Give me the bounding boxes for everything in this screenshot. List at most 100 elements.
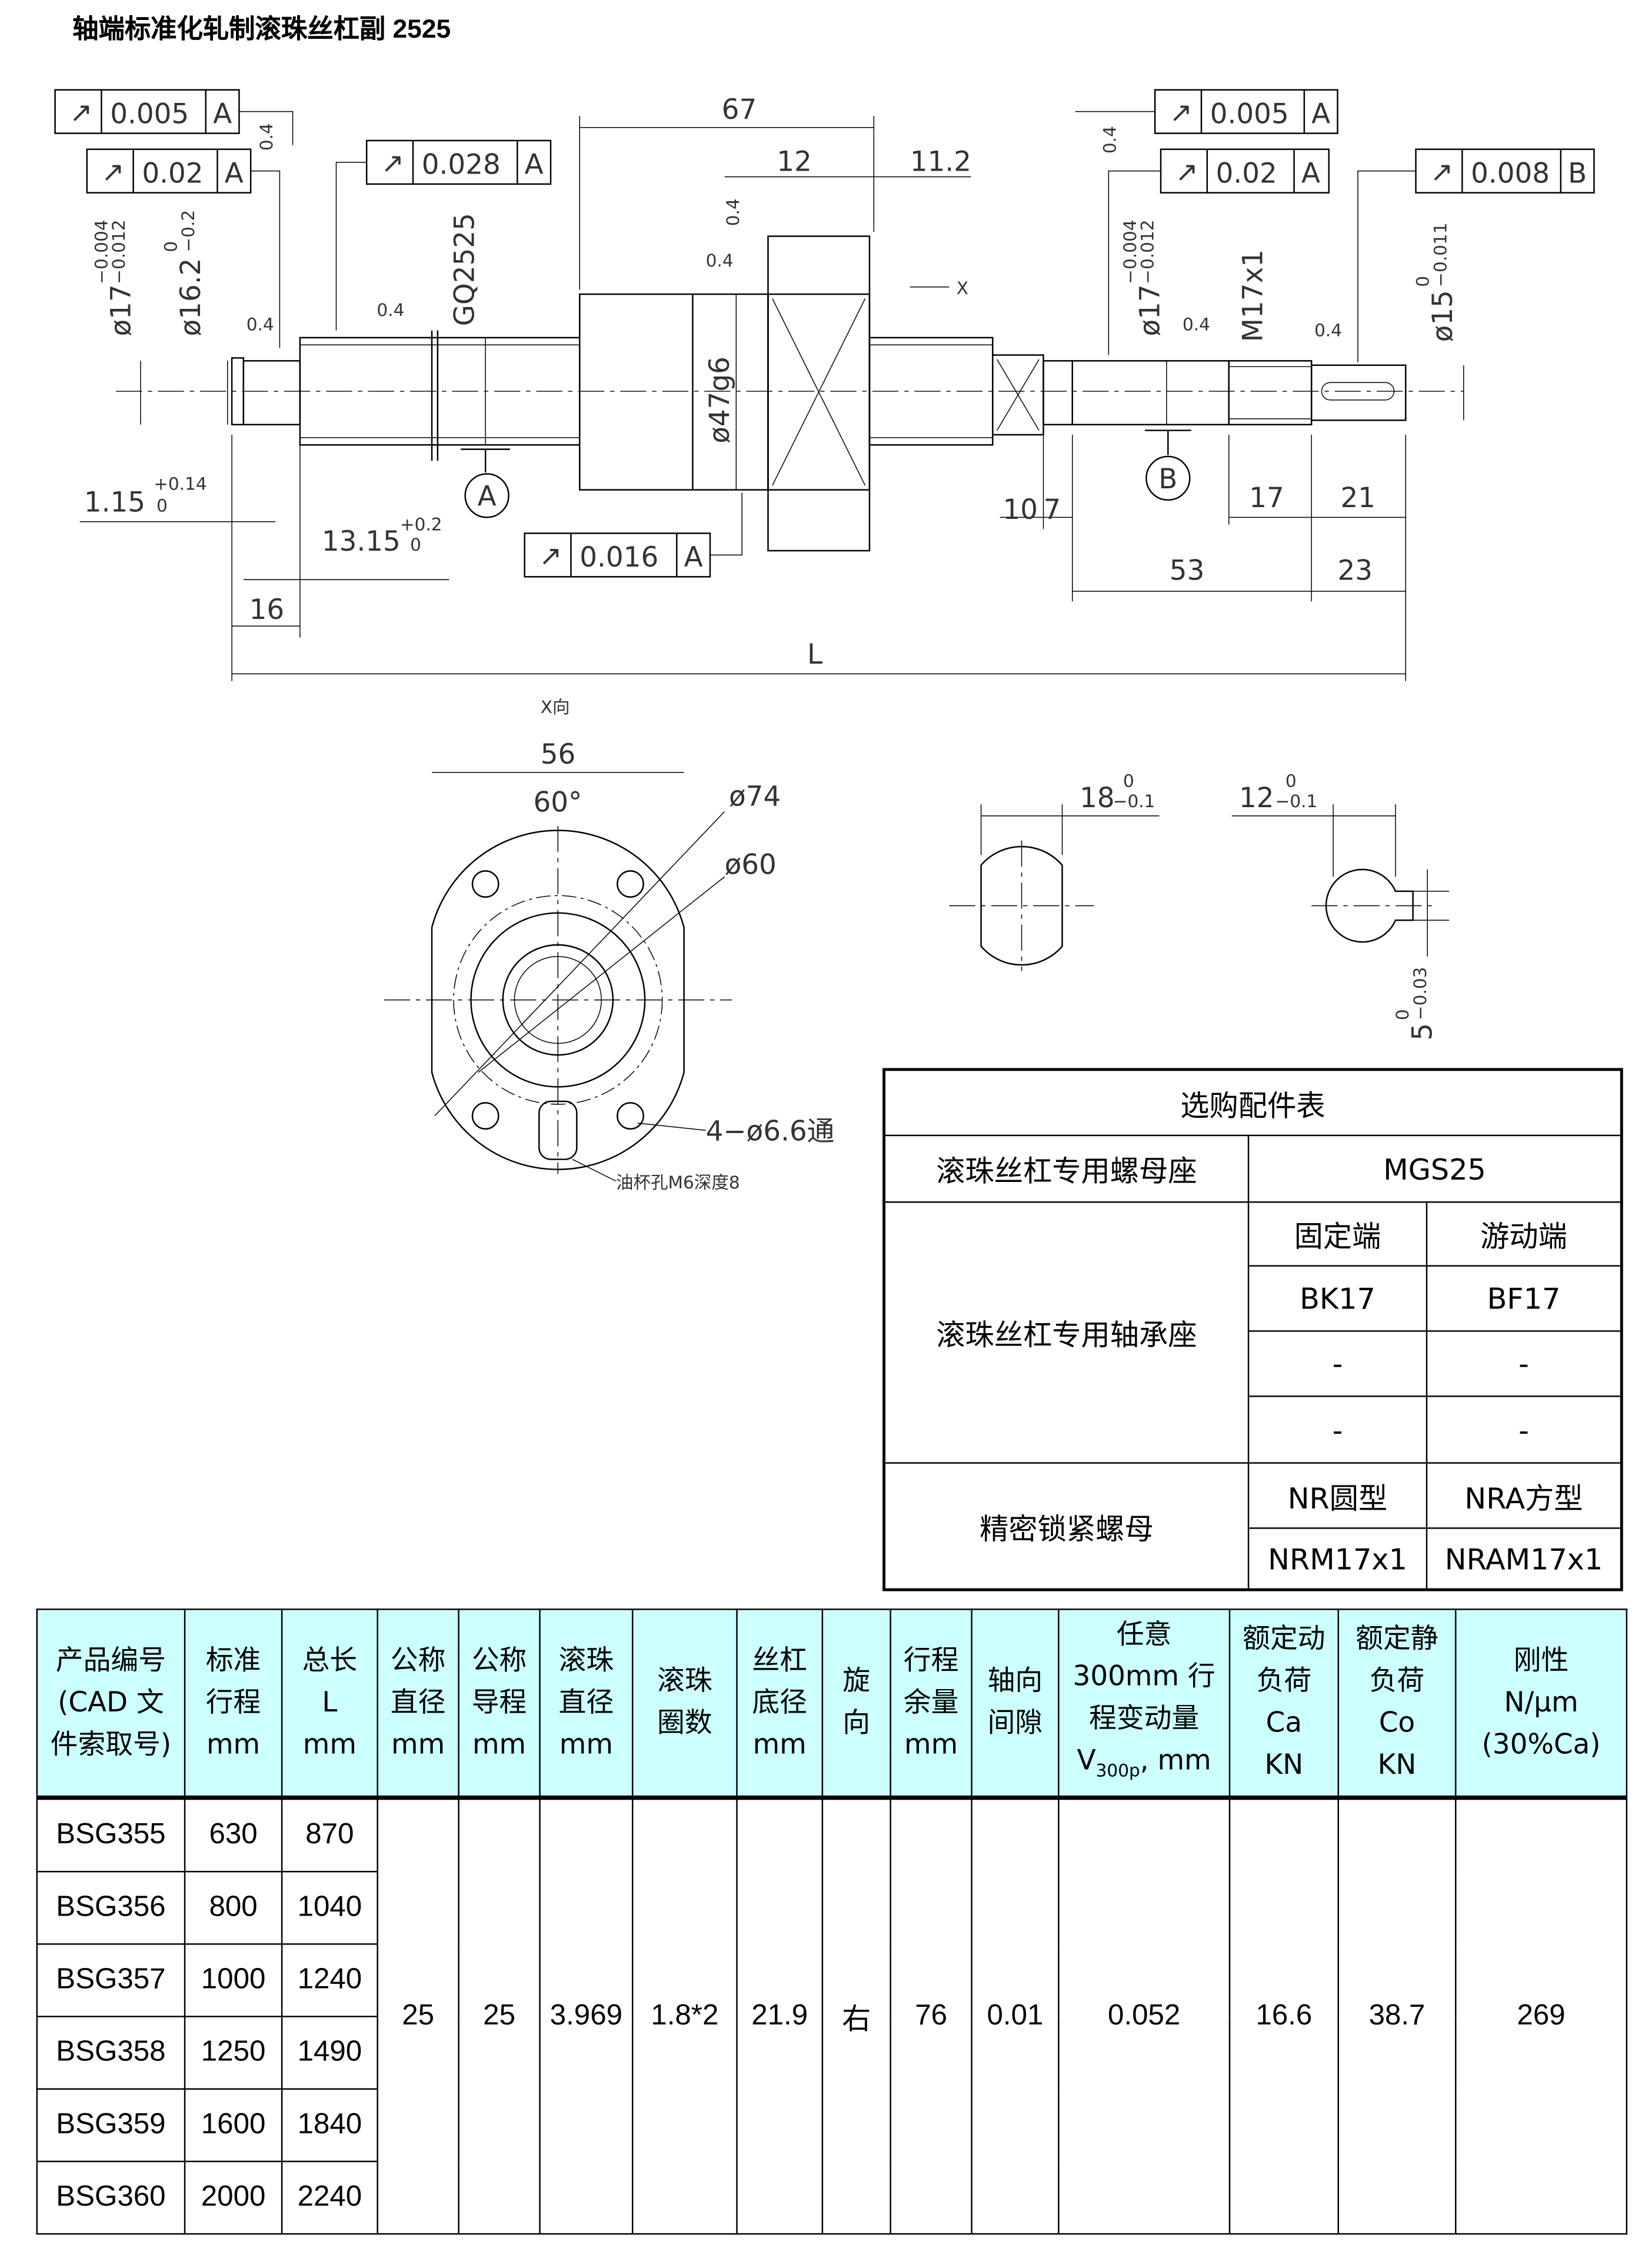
svg-text:0: 0 bbox=[1393, 1009, 1413, 1020]
shaft-profile bbox=[116, 235, 1464, 552]
model-cell: BSG356 bbox=[36, 1870, 186, 1945]
length-cell: 1240 bbox=[281, 1943, 378, 2017]
locknut-cell: NRA方型 bbox=[1427, 1464, 1620, 1529]
stroke-cell: 630 bbox=[184, 1797, 283, 1873]
header-cell: 旋 向 bbox=[821, 1608, 891, 1799]
svg-text:−0.012: −0.012 bbox=[1138, 219, 1158, 284]
svg-text:A: A bbox=[213, 98, 232, 130]
svg-text:X: X bbox=[957, 278, 968, 298]
svg-text:ø60: ø60 bbox=[725, 849, 777, 881]
svg-text:ø16.2: ø16.2 bbox=[175, 258, 207, 337]
svg-text:ø15: ø15 bbox=[1427, 290, 1459, 342]
svg-text:ø17: ø17 bbox=[106, 284, 138, 336]
nut-seat-value: MGS25 bbox=[1249, 1136, 1620, 1203]
svg-text:13.15: 13.15 bbox=[322, 526, 401, 558]
header-cell: 产品编号 (CAD 文 件索取号) bbox=[36, 1608, 186, 1799]
svg-text:0: 0 bbox=[161, 241, 181, 252]
runout-icon: ↗ bbox=[1175, 156, 1198, 188]
length-cell: 870 bbox=[281, 1797, 378, 1873]
svg-text:56: 56 bbox=[541, 739, 576, 771]
svg-text:A: A bbox=[478, 481, 497, 513]
svg-text:60°: 60° bbox=[533, 787, 582, 818]
roughness-symbol: 0.4 bbox=[723, 198, 743, 226]
svg-text:67: 67 bbox=[722, 94, 757, 126]
svg-text:M17x1: M17x1 bbox=[1237, 249, 1269, 342]
svg-text:0: 0 bbox=[156, 496, 168, 516]
svg-text:7: 7 bbox=[1044, 494, 1061, 526]
shared-spec-cell: 右 bbox=[821, 1797, 891, 2235]
header-cell: 行程 余量 mm bbox=[890, 1608, 972, 1799]
shared-spec-cell: 38.7 bbox=[1337, 1797, 1457, 2235]
datum-b-marker: B bbox=[1144, 429, 1191, 501]
header-cell: 刚性 N/μm (30%Ca) bbox=[1455, 1608, 1628, 1799]
length-cell: 2240 bbox=[281, 2160, 378, 2235]
svg-text:GQ2525: GQ2525 bbox=[449, 213, 481, 326]
shared-spec-cell: 25 bbox=[377, 1797, 459, 2235]
locknut-label: 精密锁紧螺母 bbox=[885, 1463, 1250, 1588]
svg-text:−0.011: −0.011 bbox=[1430, 222, 1450, 287]
svg-text:16: 16 bbox=[249, 594, 285, 626]
locknut-cell: NR圆型 bbox=[1249, 1463, 1428, 1529]
shared-spec-cell: 25 bbox=[458, 1797, 541, 2235]
header-cell: 公称 导程 mm bbox=[458, 1608, 541, 1799]
header-cell: 额定动 负荷 Ca KN bbox=[1228, 1608, 1339, 1799]
svg-text:23: 23 bbox=[1338, 555, 1373, 587]
svg-text:11.2: 11.2 bbox=[910, 146, 971, 178]
svg-text:0: 0 bbox=[410, 535, 421, 555]
bearing-cell: - bbox=[1427, 1332, 1620, 1397]
roughness-symbol: 0.4 bbox=[1183, 315, 1210, 335]
floating-end-header: 游动端 bbox=[1427, 1203, 1620, 1267]
bearing-cell: BF17 bbox=[1427, 1267, 1620, 1332]
header-cell: 滚珠 圈数 bbox=[631, 1608, 738, 1799]
roughness-symbol: 0.4 bbox=[257, 123, 277, 151]
length-cell: 1040 bbox=[281, 1870, 378, 1945]
svg-text:A: A bbox=[225, 158, 244, 189]
length-cell: 1490 bbox=[281, 2016, 378, 2090]
shared-spec-cell: 269 bbox=[1455, 1797, 1628, 2235]
datum-a-marker: A bbox=[461, 448, 511, 518]
svg-text:0: 0 bbox=[1123, 771, 1134, 791]
svg-text:17: 17 bbox=[1249, 482, 1284, 514]
roughness-symbol: 0.4 bbox=[1314, 320, 1342, 340]
runout-icon: ↗ bbox=[69, 97, 92, 129]
svg-text:+0.14: +0.14 bbox=[154, 474, 207, 494]
shared-spec-cell: 1.8*2 bbox=[631, 1797, 738, 2235]
svg-text:油杯孔M6深度8: 油杯孔M6深度8 bbox=[616, 1173, 740, 1193]
svg-text:B: B bbox=[1158, 464, 1177, 495]
svg-text:0.008: 0.008 bbox=[1471, 158, 1550, 189]
svg-text:21: 21 bbox=[1340, 482, 1375, 514]
model-cell: BSG358 bbox=[36, 2016, 186, 2090]
svg-text:−0.004: −0.004 bbox=[1120, 219, 1140, 284]
svg-text:−0.03: −0.03 bbox=[1410, 967, 1430, 1021]
header-cell: 任意 300mm 行 程变动量 V300p, mm bbox=[1058, 1608, 1231, 1799]
header-cell: 标准 行程 mm bbox=[184, 1608, 283, 1799]
spec-table: 产品编号 (CAD 文 件索取号) 标准 行程 mm 总长 L mm 公称 直径… bbox=[36, 1608, 1628, 2235]
svg-text:ø47g6: ø47g6 bbox=[704, 357, 736, 444]
runout-icon: ↗ bbox=[381, 148, 404, 179]
locknut-cell: NRAM17x1 bbox=[1444, 1541, 1603, 1576]
header-cell: 滚珠 直径 mm bbox=[539, 1608, 634, 1799]
runout-icon: ↗ bbox=[539, 541, 562, 572]
page-title: 轴端标准化轧制滚珠丝杠副 2525 bbox=[72, 14, 451, 44]
svg-text:B: B bbox=[1568, 158, 1587, 189]
bearing-cell: - bbox=[1249, 1331, 1428, 1397]
svg-text:18: 18 bbox=[1080, 782, 1115, 814]
svg-text:4−ø6.6通: 4−ø6.6通 bbox=[706, 1116, 835, 1148]
svg-text:12: 12 bbox=[777, 146, 812, 178]
bearing-cell: - bbox=[1427, 1397, 1620, 1464]
svg-text:0.02: 0.02 bbox=[1216, 158, 1277, 189]
bearing-cell: - bbox=[1249, 1397, 1428, 1464]
key-section-12: 12 0−0.1 50−0.03 bbox=[1231, 771, 1450, 1041]
svg-text:10: 10 bbox=[1003, 494, 1038, 526]
accessories-title: 选购配件表 bbox=[885, 1071, 1620, 1137]
svg-text:ø17: ø17 bbox=[1135, 284, 1167, 336]
model-cell: BSG357 bbox=[36, 1943, 186, 2017]
svg-text:0: 0 bbox=[1413, 276, 1433, 287]
